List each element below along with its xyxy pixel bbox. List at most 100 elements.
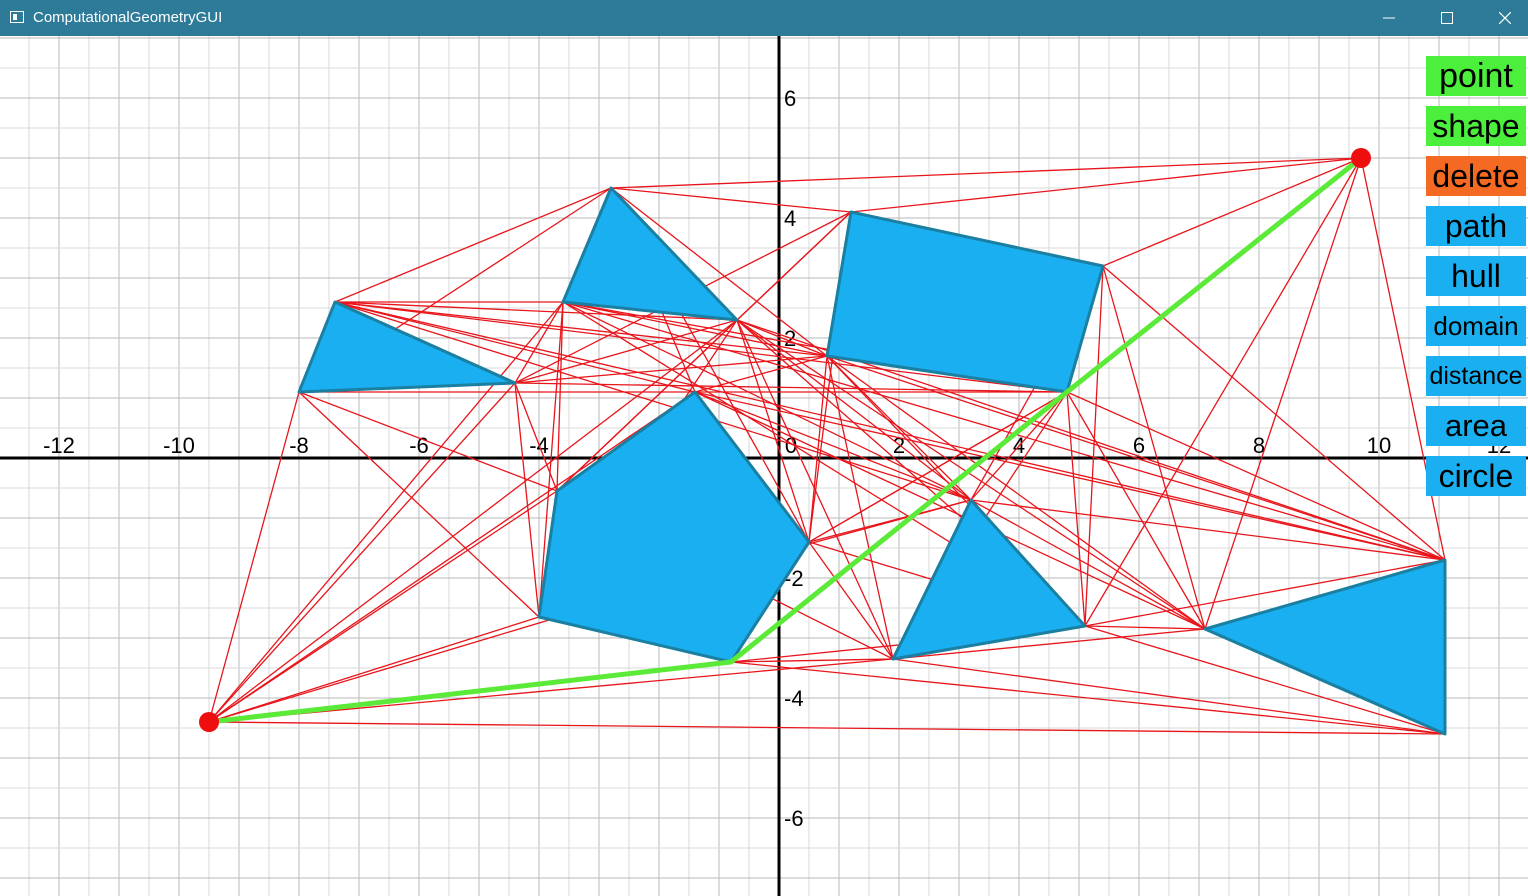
y-tick-label: 6 xyxy=(784,86,796,111)
obstacle-polygon[interactable] xyxy=(891,498,1087,661)
visibility-edge xyxy=(1066,391,1086,627)
obstacle-polygon[interactable] xyxy=(537,390,811,664)
visibility-edge xyxy=(694,391,1446,561)
obstacle-polygon[interactable] xyxy=(1203,558,1447,736)
visibility-edge xyxy=(514,382,1068,393)
visibility-edge xyxy=(892,628,1206,660)
visibility-edge xyxy=(334,301,828,357)
visibility-edge xyxy=(334,301,696,393)
visibility-edge xyxy=(334,187,612,303)
close-icon xyxy=(1499,12,1511,24)
shape-button[interactable]: shape xyxy=(1426,106,1526,146)
visibility-edge xyxy=(970,499,1446,561)
visibility-edge xyxy=(556,211,852,492)
visibility-edge xyxy=(208,391,696,723)
y-tick-label: 4 xyxy=(784,206,796,231)
visibility-edge xyxy=(1084,625,1206,630)
visibility-edge xyxy=(538,301,564,618)
y-tick-label: -4 xyxy=(784,686,804,711)
area-button[interactable]: area xyxy=(1426,406,1526,446)
visibility-edge xyxy=(610,187,828,357)
path-endpoints xyxy=(199,148,1371,732)
path-button[interactable]: path xyxy=(1426,206,1526,246)
visibility-edge xyxy=(334,301,738,321)
visibility-edge xyxy=(562,301,972,501)
x-tick-label: 8 xyxy=(1253,433,1265,458)
circle-button[interactable]: circle xyxy=(1426,456,1526,496)
close-button[interactable] xyxy=(1476,0,1528,36)
visibility-edge xyxy=(736,319,1206,630)
x-tick-label: -10 xyxy=(163,433,195,458)
visibility-edge xyxy=(736,319,894,660)
x-tick-label: 6 xyxy=(1133,433,1145,458)
visibility-edge xyxy=(694,391,972,501)
visibility-edge xyxy=(730,658,894,663)
visibility-edge xyxy=(556,301,564,492)
visibility-edge xyxy=(970,391,1068,501)
obstacle-polygon[interactable] xyxy=(561,186,739,322)
visibility-edge xyxy=(1102,157,1362,267)
visibility-edge xyxy=(694,391,1206,630)
visibility-edge xyxy=(808,391,1068,543)
axes xyxy=(0,36,1528,896)
visibility-edge xyxy=(610,187,852,213)
visibility-edge xyxy=(208,319,738,723)
visibility-edge xyxy=(808,355,828,543)
visibility-edge xyxy=(1084,559,1446,627)
visibility-edge xyxy=(334,301,1068,393)
visibility-edge xyxy=(1066,391,1206,630)
visibility-edge xyxy=(826,355,972,501)
visibility-edge xyxy=(1084,265,1104,627)
visibility-edge xyxy=(208,382,516,723)
visibility-edge xyxy=(208,658,894,723)
visibility-edge xyxy=(610,157,1362,189)
visibility-edge xyxy=(298,391,540,618)
x-tick-label: 0 xyxy=(785,433,797,458)
visibility-edge xyxy=(826,355,1446,561)
visibility-edge xyxy=(514,382,540,618)
visibility-edge xyxy=(1084,157,1362,627)
visibility-edge xyxy=(1204,157,1362,630)
x-tick-label: -8 xyxy=(289,433,309,458)
distance-button[interactable]: distance xyxy=(1426,356,1526,396)
visibility-edge xyxy=(892,658,1446,735)
point-button[interactable]: point xyxy=(1426,56,1526,96)
grid xyxy=(0,36,1528,896)
maximize-button[interactable] xyxy=(1418,0,1476,36)
visibility-edge xyxy=(826,355,894,660)
visibility-edge xyxy=(298,391,558,492)
visibility-edge xyxy=(514,382,558,492)
visibility-edge xyxy=(208,721,1446,735)
path-endpoint[interactable] xyxy=(1351,148,1371,168)
shortest-path-line xyxy=(206,155,1364,725)
visibility-edge xyxy=(736,319,828,357)
hull-button[interactable]: hull xyxy=(1426,256,1526,296)
visibility-edge xyxy=(208,301,564,723)
visibility-edge xyxy=(1084,625,1446,735)
visibility-edge xyxy=(334,301,972,501)
visibility-edge xyxy=(970,499,1206,630)
obstacle-polygon[interactable] xyxy=(297,300,517,394)
geometry-canvas[interactable]: -12-10-8-6-4024681012 642-2-4-6 xyxy=(0,36,1528,896)
visibility-edge xyxy=(208,616,540,723)
visibility-edge xyxy=(334,301,1446,561)
window-title: ComputationalGeometryGUI xyxy=(33,9,223,26)
visibility-edge xyxy=(514,301,564,384)
x-tick-label: 10 xyxy=(1367,433,1391,458)
obstacle-shapes xyxy=(297,186,1447,736)
visibility-edge xyxy=(826,355,1206,630)
visibility-edge xyxy=(1102,265,1446,561)
y-tick-labels: 642-2-4-6 xyxy=(784,86,804,831)
path-endpoint[interactable] xyxy=(199,712,219,732)
visibility-edge xyxy=(850,157,1362,213)
delete-button[interactable]: delete xyxy=(1426,156,1526,196)
app-window-icon xyxy=(10,11,24,23)
visibility-edge xyxy=(562,301,828,357)
domain-button[interactable]: domain xyxy=(1426,306,1526,346)
visibility-edge xyxy=(694,355,828,393)
x-tick-label: 2 xyxy=(893,433,905,458)
visibility-edge xyxy=(736,319,810,543)
visibility-edge xyxy=(730,661,1446,735)
maximize-icon xyxy=(1441,12,1453,24)
minimize-button[interactable] xyxy=(1360,0,1418,36)
